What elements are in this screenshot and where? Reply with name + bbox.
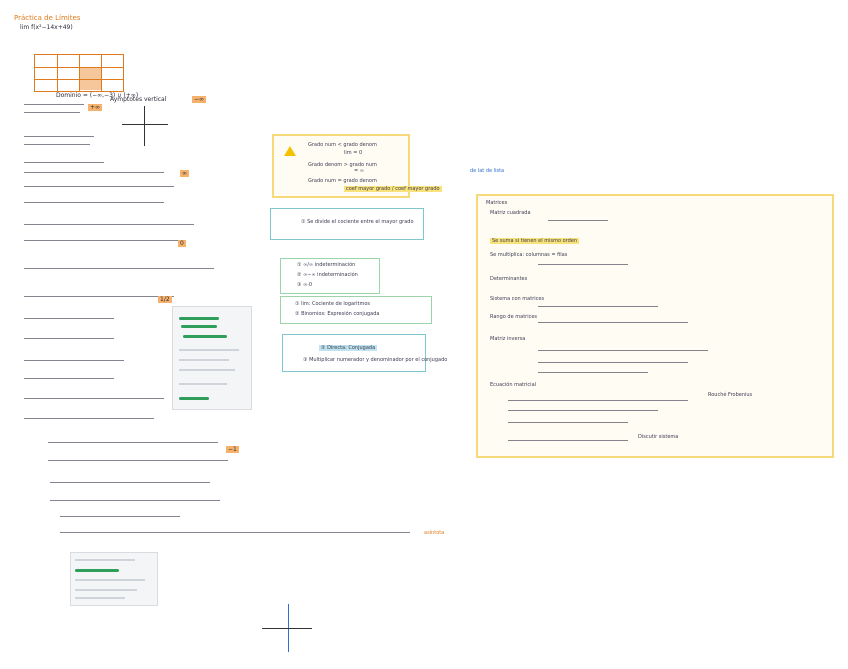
teal-note-1-text: ① Se divide el cociente entre el mayor g… [301,219,414,225]
teal-note-1: ① Se divide el cociente entre el mayor g… [270,208,424,240]
highlight-4: 0 [178,240,186,248]
teal-note-3-a: ① lim: Cociente de logaritmos [295,301,371,307]
teal-note-2-b: ② ∞−∞ indeterminación [297,272,358,278]
warning-icon [284,146,296,156]
teal-note-4-b: ③ Multiplicar numerador y denominador po… [303,357,448,363]
first-limit: lim f(x²−14x+49) [20,24,73,31]
teal-note-2-c: ③ ∞·0 [297,282,313,288]
domain-note: Dominio = (−∞,−3) ∪ (+∞) [56,92,139,99]
theory-result-2: = ∞ [354,168,364,174]
matrices-item-7: Matriz inversa [490,336,526,342]
matrices-item-9: Rouché Frobenius [708,392,753,398]
matrices-item-2: Se suma si tienen el mismo orden [490,238,580,244]
theory-line-3: Grado num = grado denom [308,178,377,184]
theory-line-1: Grado num < grado denom [308,142,377,148]
theory-box: Grado num < grado denom lim = 0 Grado de… [272,134,442,198]
teal-note-3: ① lim: Cociente de logaritmos ② Binomios… [280,296,432,324]
matrices-box: Matrices Matriz cuadrada Se suma si tien… [476,194,834,458]
teal-note-4: ② Directa: Conjugada ③ Multiplicar numer… [282,334,447,372]
theory-line-2: Grado denom > grado num [308,162,377,168]
sign-table [34,54,124,92]
matrices-title: Matrices [486,200,508,206]
matrices-item-1: Matriz cuadrada [490,210,531,216]
asymptote-note: Aymptotes vertical [110,96,167,103]
matrices-item-6: Rango de matrices [490,314,538,320]
highlight-1: −∞ [192,96,207,104]
axis-vertical [144,106,145,146]
matrices-item-5: Sistema con matrices [490,296,545,302]
embedded-screenshot-2 [70,552,158,606]
matrices-item-4: Determinantes [490,276,528,282]
page-title: Práctica de Límites [14,14,81,22]
bottom-axis-horizontal [262,628,312,629]
teal-note-2-a: ① ∞/∞ indeterminación [297,262,356,268]
highlight-2: +∞ [88,104,103,112]
teal-note-3-b: ② Binomios: Expresión conjugada [295,311,380,317]
matrices-item-10: Discutir sistema [638,434,679,440]
matrices-item-3: Se multiplica: columnas = filas [490,252,568,258]
blue-side-note: de lat de lista [470,168,505,174]
highlight-3: ∞ [180,170,189,178]
embedded-screenshot-1 [172,306,252,410]
axis-horizontal [122,124,168,125]
teal-note-2: ① ∞/∞ indeterminación ② ∞−∞ indeterminac… [280,258,380,294]
theory-result-1: lim = 0 [344,150,363,156]
highlight-5: 1/2 [158,296,172,304]
highlight-6: −1 [226,446,239,454]
teal-note-4-a: ② Directa: Conjugada [319,345,378,351]
bottom-orange-note: asíntota [424,530,445,536]
matrices-item-8: Ecuación matricial [490,382,537,388]
theory-result-3: coef mayor grado / coef mayor grado [344,186,442,192]
